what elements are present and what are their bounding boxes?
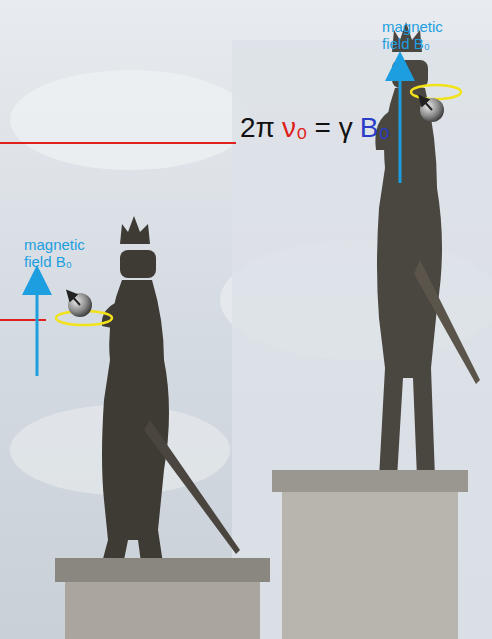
equation-term: B₀ bbox=[360, 112, 390, 144]
pedestal-left-top bbox=[55, 558, 270, 582]
equation-term: 2π bbox=[240, 112, 275, 144]
inset-photo bbox=[232, 40, 492, 639]
field-arrow bbox=[36, 280, 39, 376]
spin-sphere bbox=[68, 293, 92, 317]
precession-ellipse bbox=[411, 85, 461, 99]
spin-arrow bbox=[422, 99, 432, 110]
spin-arrow bbox=[70, 294, 80, 305]
red-line bbox=[0, 142, 236, 144]
pedestal-right-top bbox=[272, 470, 468, 492]
equation-term: ν₀ bbox=[282, 112, 308, 144]
field-label: magnetic field B₀ bbox=[24, 236, 90, 270]
pedestal-left bbox=[65, 582, 260, 639]
equation: 2πν₀= γB₀ bbox=[240, 112, 390, 144]
pedestal-right bbox=[282, 492, 458, 639]
equation-term: = γ bbox=[315, 112, 353, 144]
statue-left bbox=[100, 216, 240, 570]
field-label: magnetic field B₀ bbox=[382, 18, 448, 52]
spin-sphere bbox=[420, 98, 444, 122]
red-line bbox=[0, 319, 46, 321]
field-arrow bbox=[399, 66, 402, 183]
